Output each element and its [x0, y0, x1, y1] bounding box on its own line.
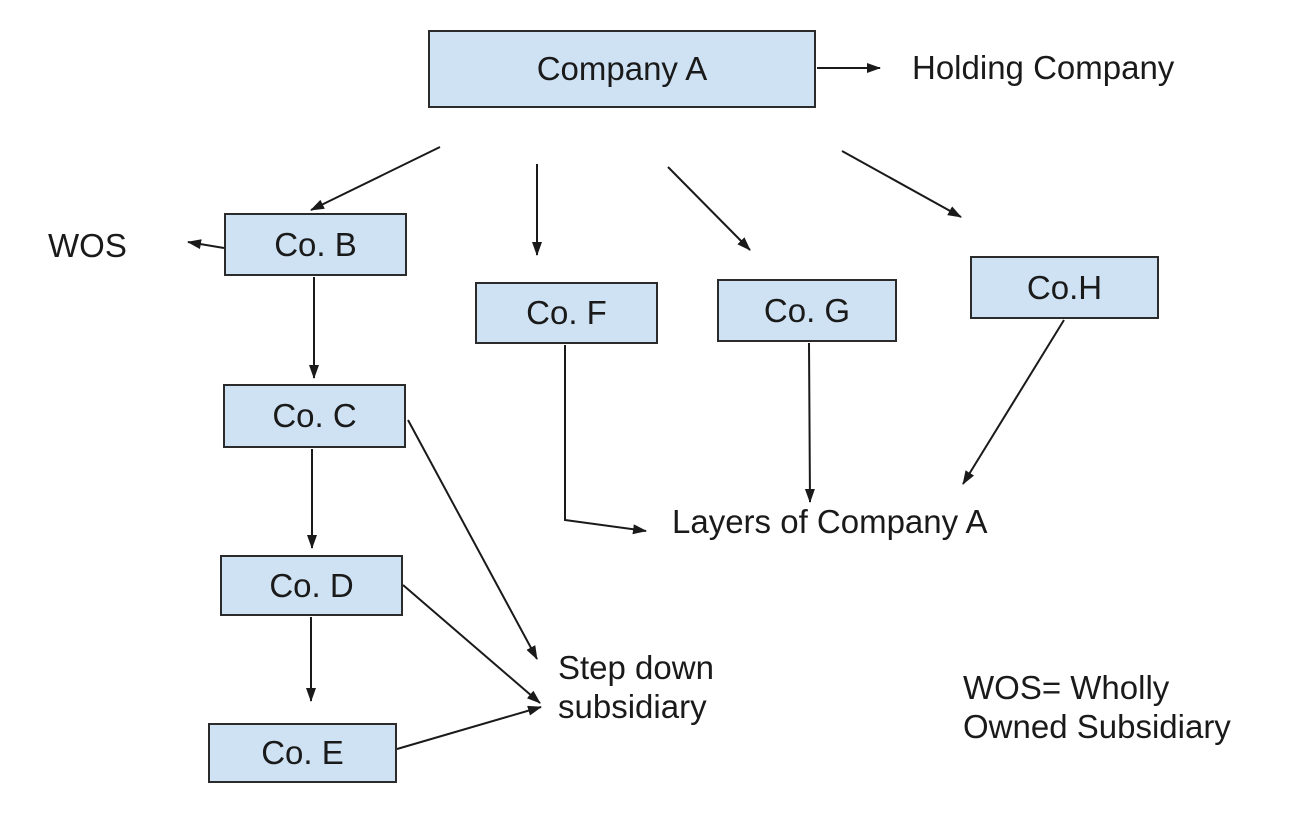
node-co-d: Co. D [220, 555, 403, 616]
edge-co-e-step-down [396, 705, 542, 750]
annotation-wos-legend-line2: Owned Subsidiary [963, 708, 1231, 745]
edge-co-c-step-down [407, 419, 538, 660]
edge-co-d-step-down [402, 584, 541, 704]
node-co-c: Co. C [223, 384, 406, 448]
annotation-wos: WOS [48, 227, 127, 264]
edge-co-h-layers [962, 319, 1065, 485]
annotation-wos-legend-line1: WOS= Wholly [963, 669, 1170, 706]
edge-company-a-co-b [310, 146, 441, 211]
node-co-g: Co. G [717, 279, 897, 342]
node-co-b: Co. B [224, 213, 407, 276]
annotation-wos-legend: WOS= Wholly Owned Subsidiary [963, 668, 1231, 746]
annotation-step-down-line2: subsidiary [558, 688, 707, 725]
annotation-step-down-subsidiary: Step down subsidiary [558, 648, 714, 726]
annotation-holding-company: Holding Company [912, 49, 1175, 86]
edge-company-a-co-h [841, 150, 962, 218]
node-co-f: Co. F [475, 282, 658, 344]
node-co-e: Co. E [208, 723, 397, 783]
node-co-h: Co.H [970, 256, 1159, 319]
edge-company-a-co-g [667, 166, 751, 251]
edge-co-f-layers [564, 345, 647, 535]
node-company-a: Company A [428, 30, 816, 108]
edge-co-g-layers [804, 342, 815, 503]
edge-co-b-wos [187, 239, 225, 250]
annotation-layers-of-company-a: Layers of Company A [672, 503, 988, 540]
annotation-step-down-line1: Step down [558, 649, 714, 686]
